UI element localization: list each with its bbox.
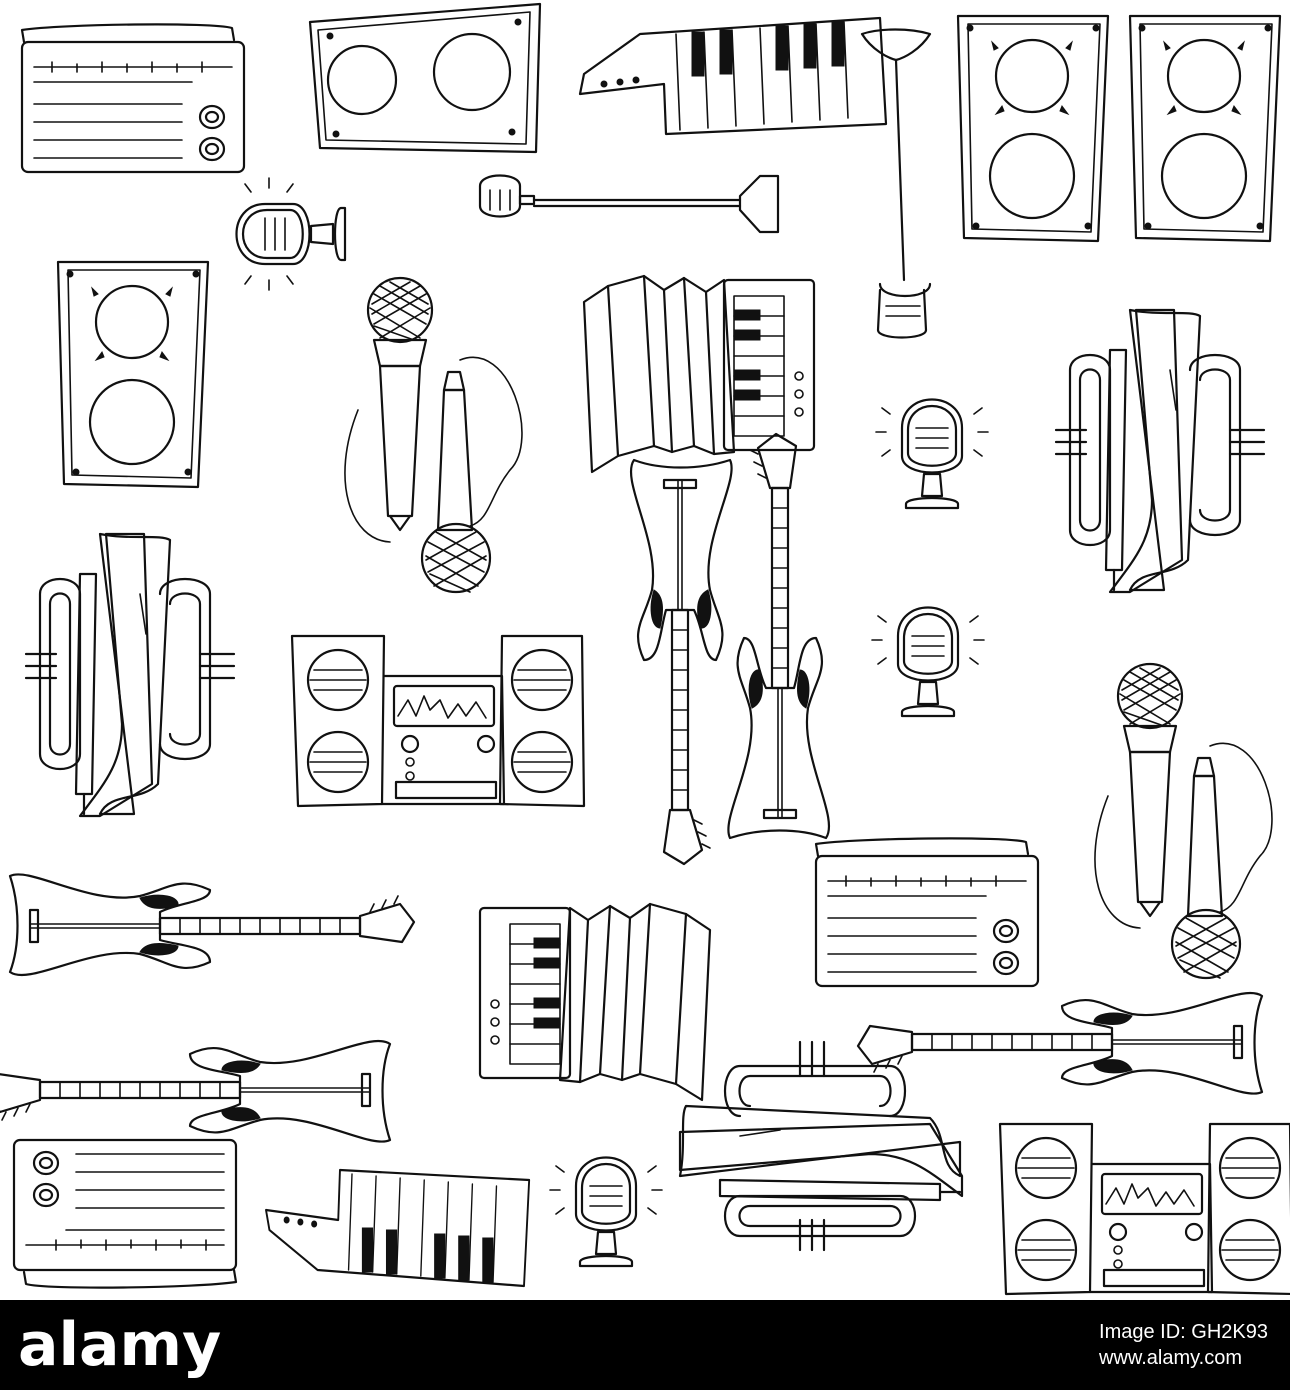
keytar-icon	[264, 1168, 531, 1288]
vintage-microphone-icon	[235, 176, 347, 292]
vintage-microphone-icon	[874, 398, 990, 510]
watermark-bar: alamy Image ID: GH2K93 www.alamy.com	[0, 1300, 1290, 1390]
tall-speaker-icon	[56, 260, 210, 489]
site-url: www.alamy.com	[1099, 1347, 1243, 1369]
tall-speaker-icon	[956, 14, 1110, 243]
tall-speaker-icon	[1128, 14, 1282, 243]
microphone-on-stand-icon	[478, 174, 780, 234]
keytar-icon	[578, 16, 888, 136]
electric-guitars-icon	[0, 873, 416, 1143]
trumpet-icon	[1054, 308, 1266, 594]
image-id-label: Image ID:	[1099, 1321, 1186, 1343]
radio-icon	[20, 23, 246, 174]
electric-guitar-icon	[856, 991, 1264, 1095]
image-id-value: GH2K93	[1191, 1321, 1268, 1343]
trumpet-icon	[24, 532, 236, 818]
vintage-microphone-icon	[870, 606, 986, 718]
image-id-line: Image ID: GH2K93	[1099, 1319, 1268, 1345]
handheld-microphones-icon	[343, 276, 524, 594]
accordion-icon	[478, 902, 712, 1102]
image-id-block: Image ID: GH2K93 www.alamy.com	[1099, 1319, 1268, 1371]
stereo-system-icon	[290, 634, 586, 808]
trumpet-icon	[678, 1040, 964, 1252]
accordion-icon	[582, 274, 816, 474]
radio-icon	[814, 837, 1040, 988]
radio-icon	[12, 1138, 238, 1289]
stereo-system-icon	[998, 1122, 1290, 1296]
vintage-microphone-icon	[548, 1156, 664, 1268]
hanging-microphone-icon	[860, 28, 932, 339]
speaker-box-icon	[308, 2, 542, 154]
alamy-logo: alamy	[18, 1310, 222, 1380]
electric-guitars-icon	[629, 432, 831, 866]
doodle-illustration	[0, 2, 1290, 1296]
handheld-microphones-icon	[1093, 662, 1274, 980]
